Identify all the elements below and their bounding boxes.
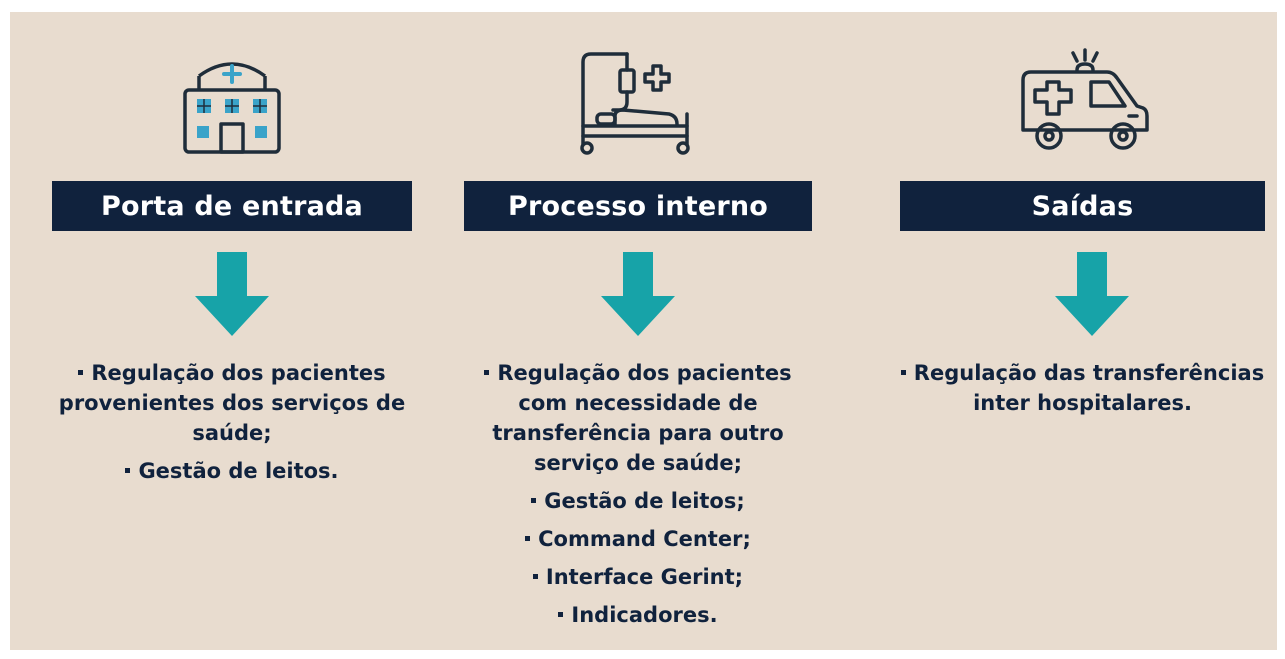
list-processo-interno: Regulação dos pacientes com necessidade … xyxy=(464,358,812,638)
list-item: Regulação das transferências inter hospi… xyxy=(900,358,1265,418)
list-item: Interface Gerint; xyxy=(464,562,812,592)
header-processo-interno: Processo interno xyxy=(464,181,812,231)
column-porta-de-entrada: Porta de entrada Regulação dos pacientes… xyxy=(52,12,412,650)
column-saidas: Saídas Regulação das transferências inte… xyxy=(900,12,1265,650)
list-item: Indicadores. xyxy=(464,600,812,630)
list-item: Command Center; xyxy=(464,524,812,554)
hospital-icon xyxy=(52,32,412,172)
hospital-bed-icon xyxy=(464,32,812,172)
list-porta-de-entrada: Regulação dos pacientes provenientes dos… xyxy=(52,358,412,494)
down-arrow-icon xyxy=(195,252,269,336)
list-item: Gestão de leitos. xyxy=(52,456,412,486)
header-porta-de-entrada: Porta de entrada xyxy=(52,181,412,231)
list-saidas: Regulação das transferências inter hospi… xyxy=(900,358,1265,426)
diagram-panel: Porta de entrada Regulação dos pacientes… xyxy=(10,12,1277,650)
list-item: Regulação dos pacientes com necessidade … xyxy=(464,358,812,478)
list-item: Gestão de leitos; xyxy=(464,486,812,516)
ambulance-icon xyxy=(900,32,1265,172)
down-arrow-icon xyxy=(601,252,675,336)
down-arrow-icon xyxy=(1055,252,1129,336)
column-processo-interno: Processo interno Regulação dos pacientes… xyxy=(464,12,824,650)
header-saidas: Saídas xyxy=(900,181,1265,231)
list-item: Regulação dos pacientes provenientes dos… xyxy=(52,358,412,448)
